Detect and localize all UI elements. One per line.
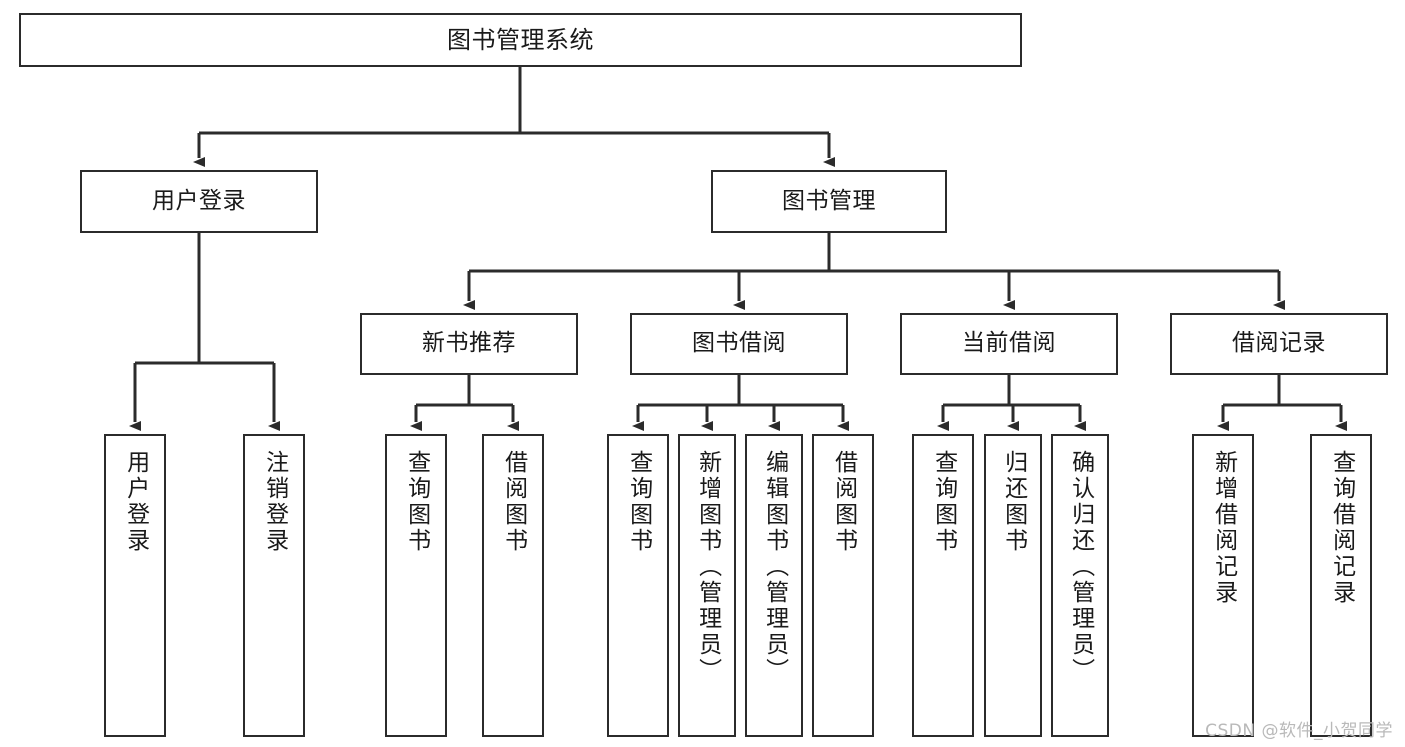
node-new-book-recommend[interactable]: 新书推荐 bbox=[360, 313, 578, 375]
node-leaf-borrow-book-label: 借阅图书 bbox=[830, 450, 857, 554]
node-leaf-return-book[interactable]: 归还图书 bbox=[984, 434, 1042, 737]
node-leaf-confirm-return-admin-label: 确认归还（管理员） bbox=[1067, 450, 1094, 684]
node-root-label: 图书管理系统 bbox=[447, 25, 594, 54]
node-leaf-add-borrow-record-label: 新增借阅记录 bbox=[1210, 450, 1237, 606]
node-current-borrow-label: 当前借阅 bbox=[962, 330, 1056, 357]
node-leaf-add-borrow-record[interactable]: 新增借阅记录 bbox=[1192, 434, 1254, 737]
node-leaf-add-book-admin[interactable]: 新增图书（管理员） bbox=[678, 434, 736, 737]
node-leaf-return-book-label: 归还图书 bbox=[1000, 450, 1027, 554]
node-borrow-record-label: 借阅记录 bbox=[1232, 330, 1326, 357]
node-user-login[interactable]: 用户登录 bbox=[80, 170, 318, 233]
node-book-manage[interactable]: 图书管理 bbox=[711, 170, 947, 233]
node-leaf-edit-book-admin-label: 编辑图书（管理员） bbox=[761, 450, 788, 684]
node-leaf-user-login-label: 用户登录 bbox=[122, 450, 149, 554]
node-leaf-query-book-current[interactable]: 查询图书 bbox=[912, 434, 974, 737]
node-user-login-label: 用户登录 bbox=[152, 187, 246, 214]
node-leaf-query-book-borrow[interactable]: 查询图书 bbox=[607, 434, 669, 737]
node-leaf-query-book-rec[interactable]: 查询图书 bbox=[385, 434, 447, 737]
node-leaf-query-book-borrow-label: 查询图书 bbox=[625, 450, 652, 554]
node-leaf-add-book-admin-label: 新增图书（管理员） bbox=[694, 450, 721, 684]
node-leaf-edit-book-admin[interactable]: 编辑图书（管理员） bbox=[745, 434, 803, 737]
node-root[interactable]: 图书管理系统 bbox=[19, 13, 1022, 67]
node-leaf-confirm-return-admin[interactable]: 确认归还（管理员） bbox=[1051, 434, 1109, 737]
node-leaf-borrow-book-rec-label: 借阅图书 bbox=[500, 450, 527, 554]
node-leaf-query-book-current-label: 查询图书 bbox=[930, 450, 957, 554]
node-borrow-record[interactable]: 借阅记录 bbox=[1170, 313, 1388, 375]
node-leaf-query-book-rec-label: 查询图书 bbox=[403, 450, 430, 554]
node-book-manage-label: 图书管理 bbox=[782, 187, 876, 214]
node-leaf-user-logout-label: 注销登录 bbox=[261, 450, 288, 554]
node-leaf-borrow-book[interactable]: 借阅图书 bbox=[812, 434, 874, 737]
node-book-borrow[interactable]: 图书借阅 bbox=[630, 313, 848, 375]
node-new-book-recommend-label: 新书推荐 bbox=[422, 330, 516, 357]
node-book-borrow-label: 图书借阅 bbox=[692, 330, 786, 357]
node-current-borrow[interactable]: 当前借阅 bbox=[900, 313, 1118, 375]
node-leaf-query-borrow-record[interactable]: 查询借阅记录 bbox=[1310, 434, 1372, 737]
node-leaf-user-login[interactable]: 用户登录 bbox=[104, 434, 166, 737]
node-leaf-query-borrow-record-label: 查询借阅记录 bbox=[1328, 450, 1355, 606]
node-leaf-borrow-book-rec[interactable]: 借阅图书 bbox=[482, 434, 544, 737]
node-leaf-user-logout[interactable]: 注销登录 bbox=[243, 434, 305, 737]
